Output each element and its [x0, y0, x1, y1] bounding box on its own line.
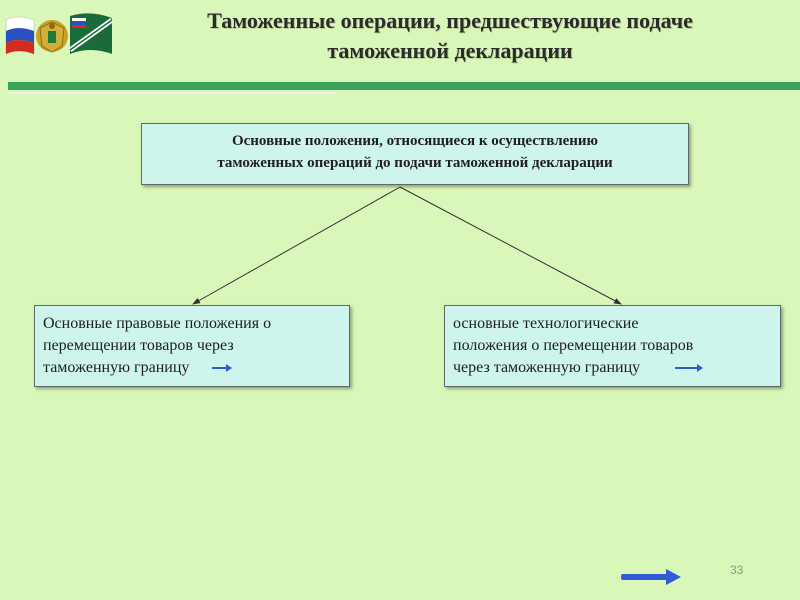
diagram-left-line-2: перемещении товаров через	[43, 337, 234, 354]
diagram-root-box: Основные положения, относящиеся к осущес…	[141, 123, 689, 185]
diagram-right-line-1: основные технологические	[453, 315, 639, 332]
diagram-right-box[interactable]: основные технологические положения о пер…	[444, 305, 781, 387]
connector-right	[399, 186, 622, 305]
header-divider-highlight	[8, 92, 338, 94]
page-title-line-2: таможенной декларации	[327, 38, 573, 63]
diagram-root-line-1: Основные положения, относящиеся к осущес…	[231, 133, 599, 149]
header-divider	[8, 82, 800, 90]
page-number: 33	[730, 563, 744, 577]
diagram-left-line-1: Основные правовые положения о	[43, 315, 272, 332]
diagram-left-box[interactable]: Основные правовые положения о перемещени…	[34, 305, 350, 387]
diagram-right-line-2: положения о перемещении товаров	[453, 337, 694, 354]
diagram-left-line-3-wrap: таможенную границу	[43, 357, 341, 379]
customs-flag-icon	[68, 13, 114, 54]
page-title: Таможенные операции, предшествующие пода…	[140, 6, 760, 66]
link-arrow-icon[interactable]	[674, 363, 704, 373]
diagram-left-line-3: таможенную границу	[43, 359, 190, 376]
connector-left	[192, 186, 401, 305]
link-arrow-icon[interactable]	[211, 363, 233, 373]
diagram-right-line-3: через таможенную границу	[453, 359, 641, 376]
diagram-right-line-3-wrap: через таможенную границу	[453, 357, 772, 379]
page-title-line-1: Таможенные операции, предшествующие пода…	[207, 8, 693, 33]
diagram-root-line-2: таможенных операций до подачи таможенной…	[217, 155, 613, 171]
customs-emblem-icon	[36, 20, 68, 53]
next-arrow-icon[interactable]	[620, 568, 682, 586]
header-logos	[5, 13, 114, 55]
russian-flag-icon	[5, 16, 35, 55]
